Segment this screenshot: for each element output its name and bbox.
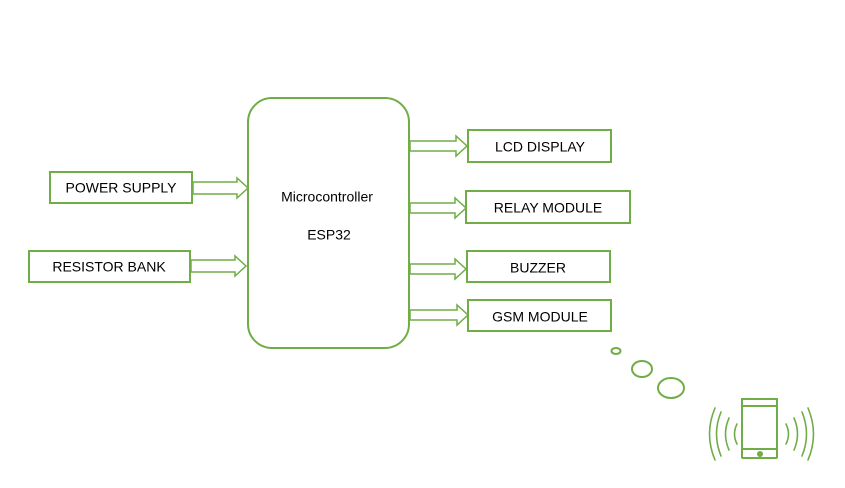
buzzer-label: BUZZER [510,260,566,276]
resistor-bank-block: RESISTOR BANK [28,250,191,283]
large-bubble [657,377,685,399]
gsm-module-block: GSM MODULE [467,299,612,332]
arrow-controller-to-buzzer [409,257,468,281]
power-supply-label: POWER SUPPLY [66,180,178,196]
mobile-phone-icon [741,398,778,459]
resistor-bank-label: RESISTOR BANK [52,259,166,275]
microcontroller-model-label: ESP32 [307,227,351,243]
power-supply-block: POWER SUPPLY [49,171,193,204]
arrow-resistor-to-controller [190,254,248,278]
relay-module-block: RELAY MODULE [465,190,631,224]
arrow-controller-to-lcd [409,134,469,158]
arrow-power-to-controller [192,176,250,200]
microcontroller-label: Microcontroller [281,189,373,205]
thought-bubble-link [610,347,685,399]
lcd-display-label: LCD DISPLAY [495,139,586,155]
gsm-module-label: GSM MODULE [492,309,588,325]
lcd-display-block: LCD DISPLAY [467,129,612,163]
arrow-controller-to-gsm [409,303,470,327]
wireless-signal-icon [708,407,815,461]
microcontroller-block: Microcontroller ESP32 [247,97,410,349]
relay-module-label: RELAY MODULE [494,200,602,216]
medium-bubble [631,360,653,378]
buzzer-block: BUZZER [466,250,611,283]
arrow-controller-to-relay [409,196,468,220]
small-bubble [610,347,622,355]
